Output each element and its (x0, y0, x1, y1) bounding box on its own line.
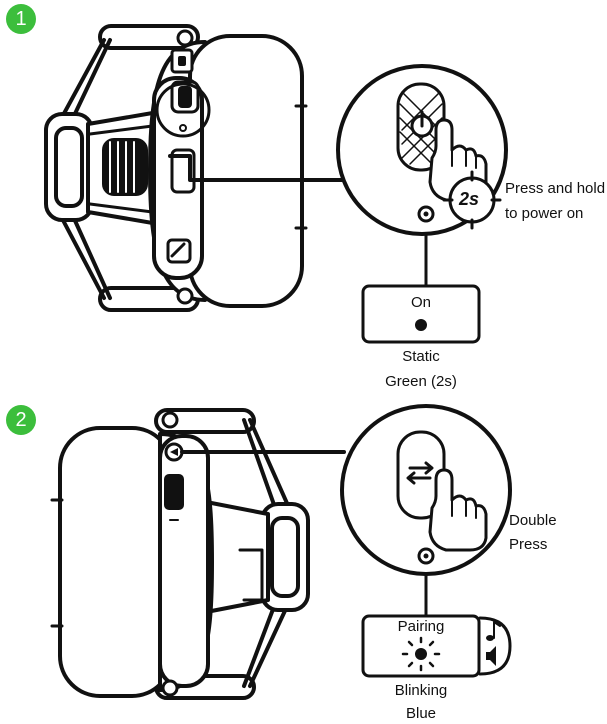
step-1-badge: 1 (6, 4, 36, 34)
timer-label: 2s (459, 189, 480, 209)
status-step2-line2: Blue (405, 705, 437, 722)
indicator-title-step1: On (410, 294, 431, 311)
instruction-step2-line1: Double (509, 512, 557, 529)
led-icon (415, 319, 427, 331)
zoom-circle-step2 (340, 404, 512, 576)
power-button-icon (410, 110, 434, 138)
instruction-step2-line2: Press (509, 536, 548, 553)
hand-pointer-icon (428, 468, 488, 552)
indicator-box-step2 (361, 614, 512, 678)
zoom-circle-step1 (336, 64, 508, 236)
indicator-box-step1 (361, 284, 481, 344)
music-note-icon (486, 621, 501, 641)
step-2-badge: 2 (6, 405, 36, 435)
speaker-icon (486, 646, 496, 666)
status-step2-line1: Blinking (394, 682, 448, 699)
status-step1-line2: Green (2s) (385, 373, 457, 390)
status-step1-line1: Static (402, 348, 440, 365)
indicator-title-step2: Pairing (397, 618, 445, 635)
blinking-light-icon (401, 636, 441, 672)
headset-side-view-step1 (44, 24, 308, 312)
headset-side-view-step2 (50, 408, 310, 700)
instruction-step1-line2: to power on (505, 205, 584, 222)
pairing-arrows-icon (406, 461, 434, 485)
instruction-step1-line1: Press and hold (505, 180, 606, 197)
